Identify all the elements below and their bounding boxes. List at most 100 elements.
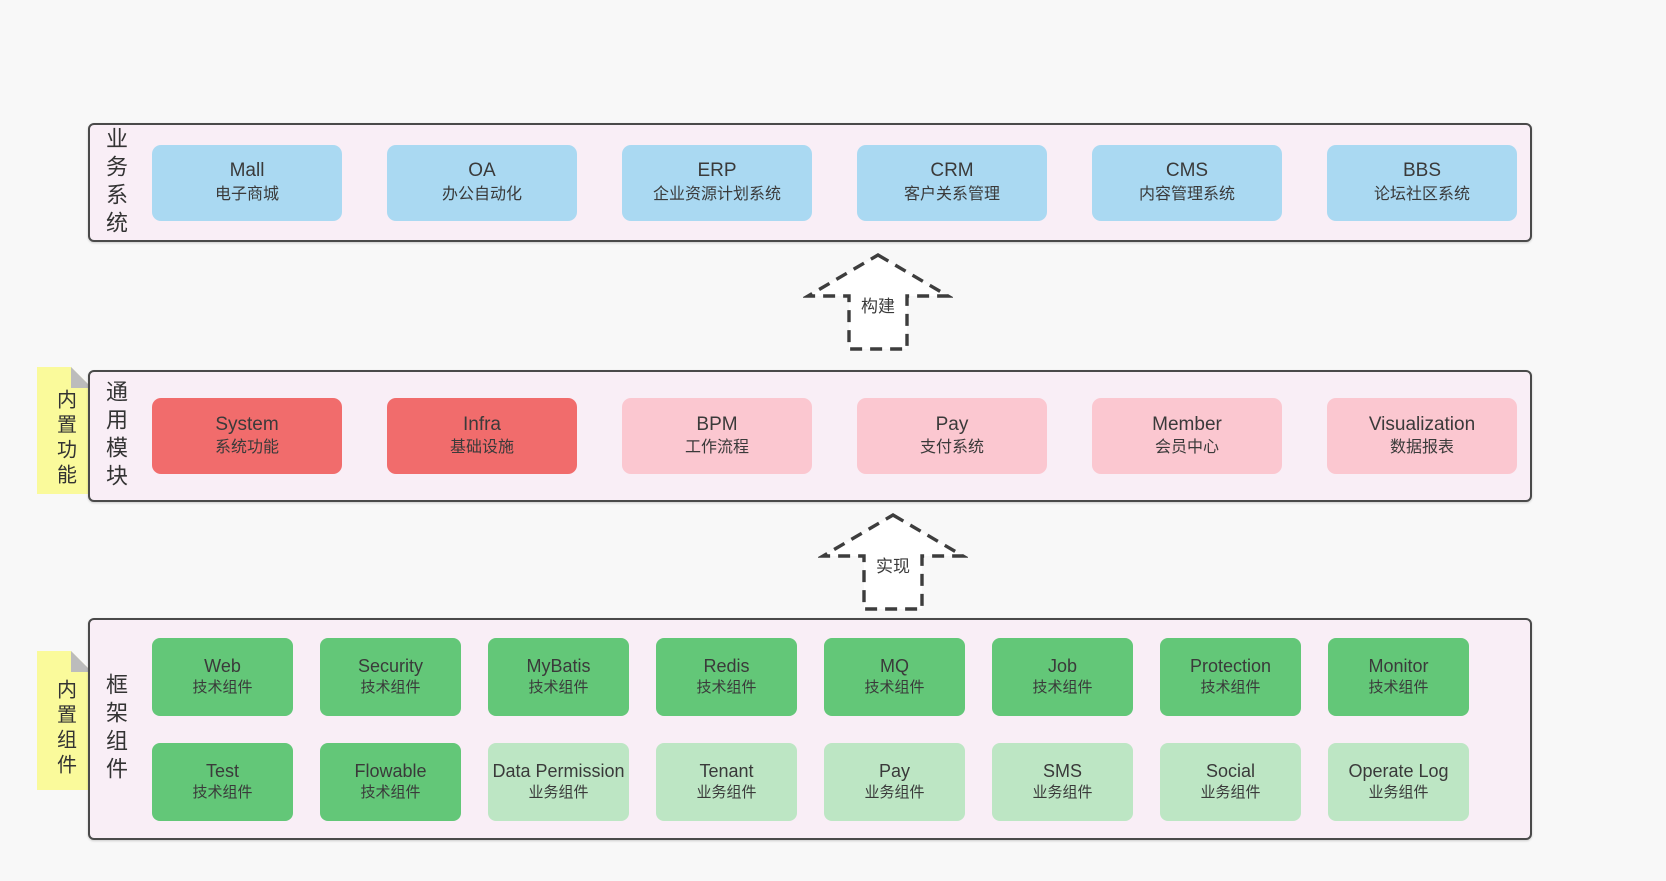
box-name: Mall: [229, 160, 265, 182]
box-desc: 业务组件: [696, 783, 757, 801]
box-desc: 业务组件: [1368, 783, 1429, 801]
box-desc: 技术组件: [1032, 678, 1093, 696]
box-bpm: BPM 工作流程: [622, 398, 812, 474]
box-member: Member 会员中心: [1092, 398, 1282, 474]
box-bbs: BBS 论坛社区系统: [1327, 144, 1517, 221]
common-modules-boxes: System 系统功能 Infra 基础设施 BPM 工作流程 Pay 支付系统…: [152, 398, 1517, 474]
box-desc: 办公自动化: [441, 185, 522, 203]
band-label-common-modules: 通用模块: [103, 380, 128, 492]
box-name: OA: [468, 160, 496, 182]
box-desc: 基础设施: [449, 439, 514, 457]
framework-components-row-1: Web 技术组件 Security 技术组件 MyBatis 技术组件 Redi…: [152, 637, 1469, 716]
sticky-note-built-in-features: 内置功能: [37, 367, 92, 494]
sticky-note-paper: [37, 367, 92, 494]
box-name: Member: [1152, 413, 1222, 435]
business-systems-boxes: Mall 电子商城 OA 办公自动化 ERP 企业资源计划系统 CRM 客户关系…: [152, 144, 1517, 221]
box-name: Operate Log: [1348, 760, 1449, 781]
box-name: Protection: [1189, 655, 1272, 676]
band-business-systems: 业务系统 Mall 电子商城 OA 办公自动化 ERP 企业资源计划系统 CRM…: [88, 123, 1532, 242]
arrow-build: 构建: [803, 252, 953, 352]
band-common-modules: 通用模块 System 系统功能 Infra 基础设施 BPM 工作流程 Pay…: [88, 370, 1532, 502]
box-name: Job: [1047, 655, 1078, 676]
box-sms: SMS 业务组件: [992, 742, 1133, 821]
arrow-label: 实现: [873, 557, 913, 576]
box-security: Security 技术组件: [320, 637, 461, 716]
box-crm: CRM 客户关系管理: [857, 144, 1047, 221]
box-name: CRM: [930, 160, 974, 182]
box-oa: OA 办公自动化: [387, 144, 577, 221]
box-tenant: Tenant 业务组件: [656, 742, 797, 821]
box-name: Data Permission: [492, 760, 625, 781]
box-desc: 技术组件: [864, 678, 925, 696]
box-name: Monitor: [1368, 655, 1429, 676]
box-name: Test: [205, 760, 239, 781]
box-pay-component: Pay 业务组件: [824, 742, 965, 821]
box-name: Security: [357, 655, 424, 676]
arrow-label-wrap: 实现: [818, 552, 968, 577]
box-name: SMS: [1042, 760, 1082, 781]
sticky-note-label-wrap: 内置组件: [37, 651, 92, 790]
box-protection: Protection 技术组件: [1160, 637, 1301, 716]
box-desc: 技术组件: [1368, 678, 1429, 696]
box-name: BBS: [1402, 160, 1442, 182]
box-desc: 会员中心: [1154, 439, 1219, 457]
box-name: MyBatis: [526, 655, 591, 676]
box-infra: Infra 基础设施: [387, 398, 577, 474]
box-mall: Mall 电子商城: [152, 144, 342, 221]
box-social: Social 业务组件: [1160, 742, 1301, 821]
box-desc: 业务组件: [864, 783, 925, 801]
box-desc: 内容管理系统: [1138, 185, 1235, 203]
box-desc: 论坛社区系统: [1373, 185, 1470, 203]
box-name: Pay: [935, 413, 969, 435]
box-name: System: [215, 413, 279, 435]
box-desc: 电子商城: [214, 185, 279, 203]
box-erp: ERP 企业资源计划系统: [622, 144, 812, 221]
box-name: CMS: [1165, 160, 1209, 182]
sticky-note-paper: [37, 651, 92, 790]
box-name: Social: [1205, 760, 1256, 781]
box-desc: 技术组件: [192, 678, 253, 696]
box-desc: 数据报表: [1389, 439, 1454, 457]
box-web: Web 技术组件: [152, 637, 293, 716]
box-desc: 企业资源计划系统: [652, 185, 781, 203]
band-framework-components: 框架组件 Web 技术组件 Security 技术组件 MyBatis 技术组件…: [88, 618, 1532, 840]
box-mybatis: MyBatis 技术组件: [488, 637, 629, 716]
box-name: BPM: [696, 413, 738, 435]
box-desc: 系统功能: [214, 439, 279, 457]
sticky-note-built-in-components: 内置组件: [37, 651, 92, 790]
framework-components-grid: Web 技术组件 Security 技术组件 MyBatis 技术组件 Redi…: [152, 637, 1469, 821]
box-name: ERP: [697, 160, 737, 182]
box-desc: 业务组件: [1200, 783, 1261, 801]
arrow-implement: 实现: [818, 512, 968, 612]
box-desc: 技术组件: [192, 783, 253, 801]
box-cms: CMS 内容管理系统: [1092, 144, 1282, 221]
box-system: System 系统功能: [152, 398, 342, 474]
box-desc: 技术组件: [528, 678, 589, 696]
box-monitor: Monitor 技术组件: [1328, 637, 1469, 716]
box-name: Pay: [878, 760, 911, 781]
box-data-permission: Data Permission 业务组件: [488, 742, 629, 821]
box-desc: 技术组件: [360, 783, 421, 801]
box-name: Visualization: [1368, 413, 1476, 435]
box-operate-log: Operate Log 业务组件: [1328, 742, 1469, 821]
arrow-label-wrap: 构建: [803, 292, 953, 317]
box-flowable: Flowable 技术组件: [320, 742, 461, 821]
box-desc: 技术组件: [1200, 678, 1261, 696]
band-label-framework-components: 框架组件: [103, 673, 128, 785]
framework-components-row-2: Test 技术组件 Flowable 技术组件 Data Permission …: [152, 742, 1469, 821]
box-desc: 支付系统: [919, 439, 984, 457]
box-redis: Redis 技术组件: [656, 637, 797, 716]
box-name: Web: [204, 655, 241, 676]
box-job: Job 技术组件: [992, 637, 1133, 716]
box-desc: 技术组件: [696, 678, 757, 696]
box-pay: Pay 支付系统: [857, 398, 1047, 474]
sticky-note-label: 内置组件: [53, 678, 76, 779]
box-desc: 业务组件: [1032, 783, 1093, 801]
box-desc: 技术组件: [360, 678, 421, 696]
sticky-note-label-wrap: 内置功能: [37, 367, 92, 494]
box-test: Test 技术组件: [152, 742, 293, 821]
box-name: Infra: [462, 413, 502, 435]
box-desc: 工作流程: [684, 439, 749, 457]
box-name: Redis: [703, 655, 750, 676]
box-desc: 客户关系管理: [903, 185, 1000, 203]
